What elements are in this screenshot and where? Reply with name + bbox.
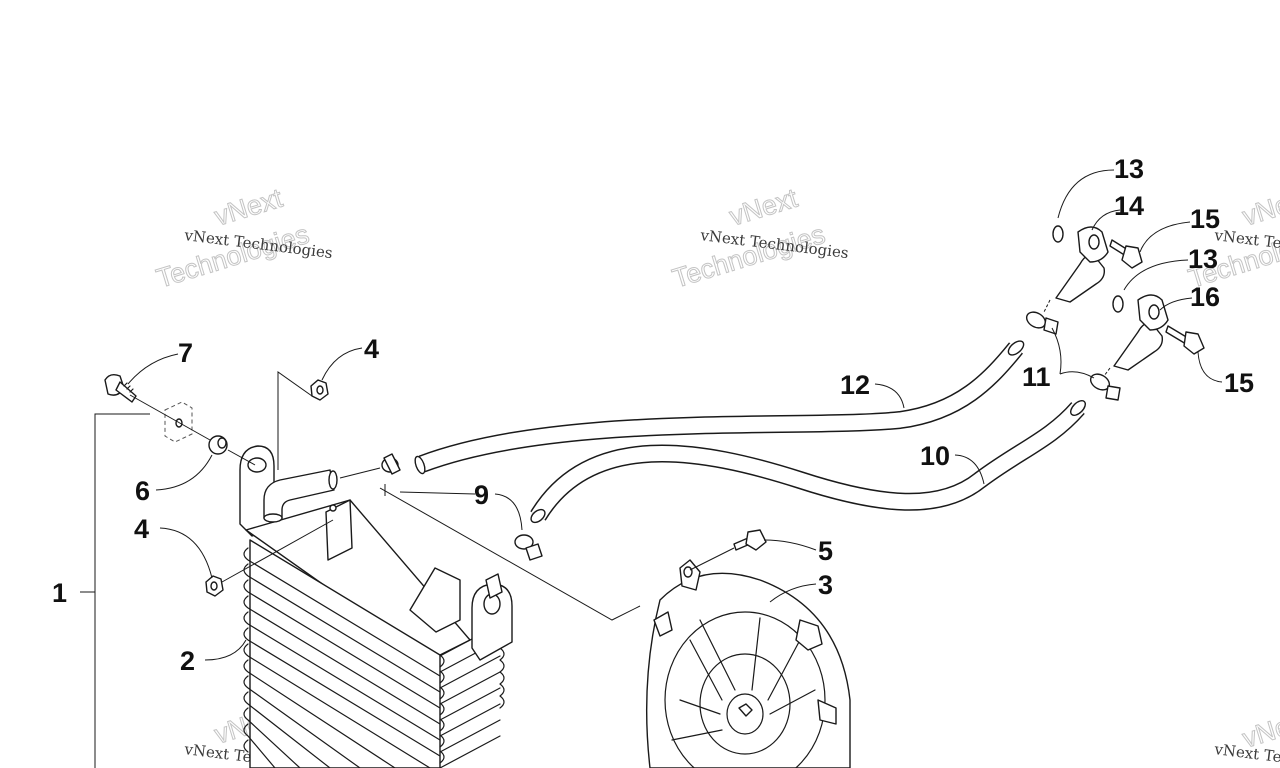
bolt-15-upper	[1109, 239, 1143, 269]
hose-12	[414, 340, 1025, 475]
hose-10	[530, 400, 1086, 524]
callout-5: 5	[818, 536, 833, 566]
clamp-9-upper	[381, 453, 401, 475]
watermark-top-center: vNext Technologies vNext Technologies	[668, 182, 849, 294]
bolt-15-lower	[1165, 325, 1205, 355]
fitting-16	[1113, 294, 1169, 371]
clamp-11-lower	[1089, 373, 1121, 401]
bolt-5	[733, 529, 767, 551]
grommet-6	[208, 435, 228, 455]
watermark-top-right: vNext Technologies vNext Technologies	[1184, 182, 1280, 294]
cooling-fan	[645, 559, 851, 768]
callout-1: 1	[52, 578, 67, 608]
callout-10: 10	[920, 441, 950, 471]
callout-16: 16	[1190, 282, 1220, 312]
callout-11: 11	[1022, 362, 1051, 392]
callout-4-bottom: 4	[134, 514, 149, 544]
oil-cooler	[239, 445, 513, 768]
callout-13-upper: 13	[1114, 154, 1144, 184]
callout-4-top: 4	[364, 334, 379, 364]
svg-text:vNext: vNext	[211, 183, 286, 232]
callout-2: 2	[180, 646, 195, 676]
o-ring-13-upper	[1052, 225, 1064, 243]
callout-3: 3	[818, 570, 833, 600]
callout-15-upper: 15	[1190, 204, 1220, 234]
assembly-bracket-1	[80, 413, 150, 768]
callout-6: 6	[135, 476, 150, 506]
callout-13-lower: 13	[1188, 244, 1218, 274]
nut-4-bottom	[205, 575, 224, 597]
clamp-11-upper	[1025, 311, 1059, 335]
svg-text:vNext: vNext	[1239, 183, 1280, 232]
callout-15-lower: 15	[1224, 368, 1254, 398]
callout-14: 14	[1114, 191, 1144, 221]
callout-12: 12	[840, 370, 870, 400]
o-ring-13-lower	[1112, 295, 1124, 313]
nut-4-top	[310, 379, 329, 401]
callout-7: 7	[178, 338, 193, 368]
callout-leaders	[127, 169, 1223, 661]
clamp-9-lower	[514, 534, 543, 561]
svg-text:vNext: vNext	[726, 183, 801, 232]
callout-9: 9	[474, 480, 489, 510]
watermark-top-left: vNext Technologies vNext Technologies	[152, 182, 333, 294]
fitting-14	[1055, 226, 1109, 303]
cooler-fins	[243, 539, 505, 768]
watermark-bottom-right: vNext vNext Technologies	[1213, 704, 1280, 768]
bolt-7	[104, 373, 137, 403]
